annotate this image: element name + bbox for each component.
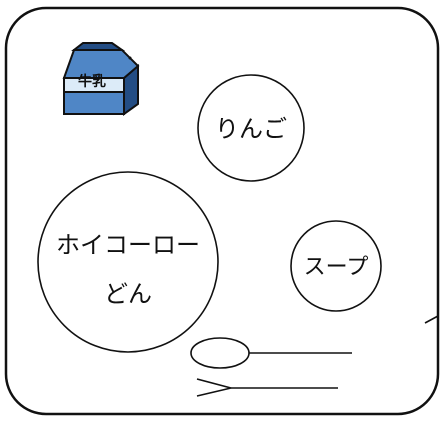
soup-dish bbox=[290, 220, 382, 312]
milk-carton-dot bbox=[128, 56, 132, 60]
milk-carton-cap bbox=[71, 42, 126, 51]
stir-fry-label-line1: ホイコーロー bbox=[56, 231, 200, 259]
milk-carton: 牛乳 bbox=[62, 42, 140, 116]
milk-label: 牛乳 bbox=[78, 73, 106, 90]
spoon-bowl bbox=[190, 337, 250, 369]
fork-icon bbox=[196, 378, 338, 397]
soup-label: スープ bbox=[304, 255, 369, 280]
apple-label: りんご bbox=[215, 115, 287, 143]
apple-dish bbox=[197, 74, 305, 182]
milk-carton-band bbox=[63, 91, 125, 115]
edge-mark bbox=[424, 315, 439, 324]
tray-outline bbox=[4, 6, 440, 416]
spoon-icon bbox=[190, 337, 352, 369]
fork-tines bbox=[196, 378, 232, 397]
stir-fry-dish bbox=[37, 171, 219, 353]
stir-fry-label-line2: どん bbox=[104, 280, 152, 308]
